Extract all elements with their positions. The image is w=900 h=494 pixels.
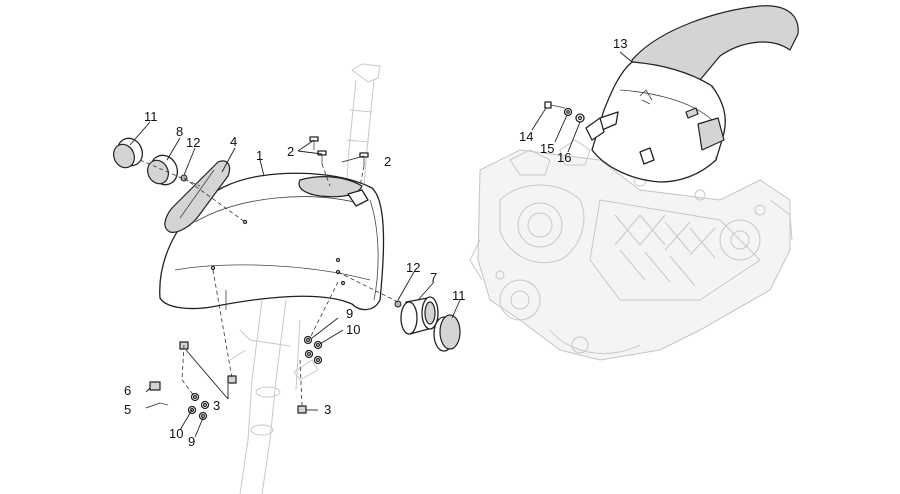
callout-12-left: 12: [186, 135, 200, 150]
callout-7: 7: [430, 270, 437, 285]
callout-3-right: 3: [324, 402, 331, 417]
callout-8: 8: [176, 124, 183, 139]
callout-16: 16: [557, 150, 571, 165]
callout-5: 5: [124, 402, 131, 417]
callout-4: 4: [230, 134, 237, 149]
rear-screw-set: [544, 101, 585, 123]
callouts: 1 2 2 3 3 4 5 6 7 8 9 9 10 10 11 11 12 1…: [124, 36, 627, 449]
callout-14: 14: [519, 129, 533, 144]
callout-10-middle: 10: [346, 322, 360, 337]
leader-lines: [129, 51, 633, 438]
screws-top: [309, 136, 369, 166]
callout-10-lower: 10: [169, 426, 183, 441]
callout-6: 6: [124, 383, 131, 398]
fasteners-middle: [303, 335, 323, 365]
cap-right: [433, 314, 461, 352]
callout-9-lower: 9: [188, 434, 195, 449]
callout-13: 13: [613, 36, 627, 51]
steering-fork-ghost: [229, 63, 381, 494]
callout-11-left: 11: [144, 109, 158, 124]
callout-2-right: 2: [384, 154, 391, 169]
rear-hugger: [585, 5, 799, 183]
callout-12-right: 12: [406, 260, 420, 275]
assembly-lines: [139, 159, 399, 407]
callout-1: 1: [256, 148, 263, 163]
cap-left: [113, 137, 144, 169]
callout-11-right: 11: [452, 288, 466, 303]
front-mudguard: [159, 172, 385, 311]
callout-3-left: 3: [213, 398, 220, 413]
callout-9-middle: 9: [346, 306, 353, 321]
callout-2-left: 2: [287, 144, 294, 159]
lens-housing-left: [147, 154, 188, 186]
lens-housing-right: [394, 296, 439, 335]
front-badge-trim: [164, 160, 231, 233]
callout-15: 15: [540, 141, 554, 156]
engine-frame-ghost: [469, 139, 793, 361]
